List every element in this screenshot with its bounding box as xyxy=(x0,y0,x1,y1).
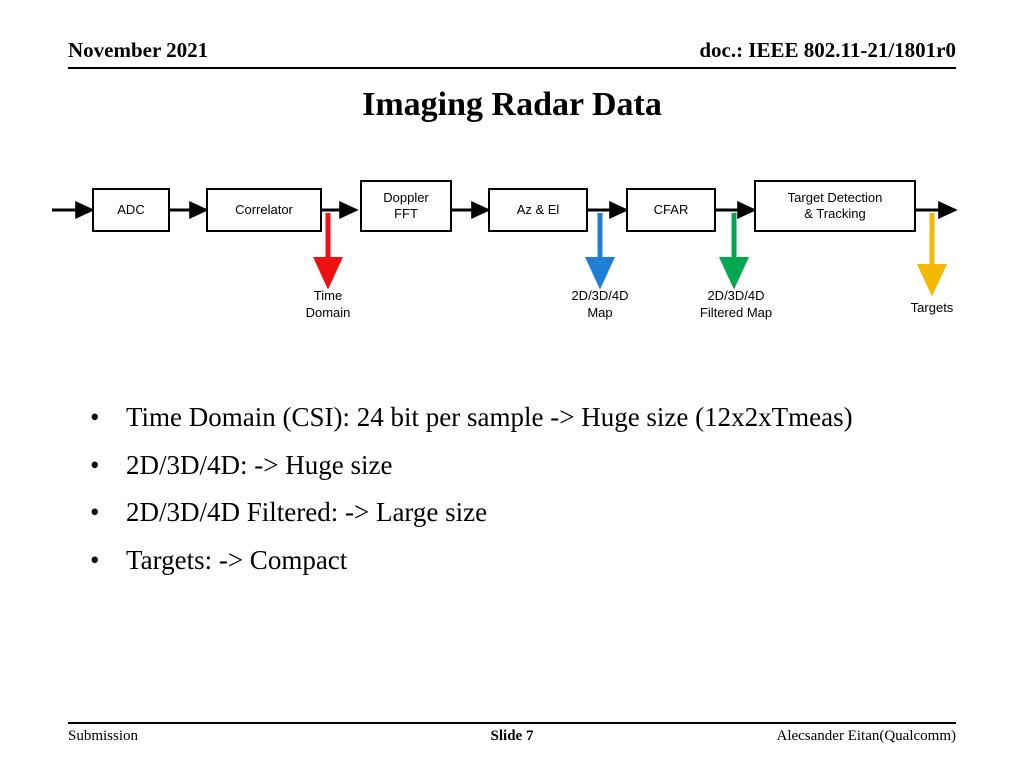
block-target-detection-tracking: Target Detection & Tracking xyxy=(754,180,916,232)
output-label-targets: Targets xyxy=(910,300,954,315)
bullet-marker-icon: • xyxy=(90,497,100,528)
header-document-id: doc.: IEEE 802.11-21/1801r0 xyxy=(699,38,956,62)
block-adc: ADC xyxy=(92,188,170,232)
bullet-marker-icon: • xyxy=(90,402,100,432)
radar-processing-block-diagram: ADC Correlator Doppler FFT Az & El CFAR … xyxy=(0,160,1024,360)
list-item-text: 2D/3D/4D Filtered: -> Large size xyxy=(126,497,488,528)
output-label-map-2d3d4d: 2D/3D/4D Map xyxy=(571,288,629,320)
footer-slide-number: Slide 7 xyxy=(490,728,534,744)
slide-footer: Submission Slide 7 Alecsander Eitan(Qual… xyxy=(68,728,956,750)
diagram-connectors xyxy=(52,201,958,297)
footer-author: Alecsander Eitan(Qualcomm) xyxy=(776,728,956,744)
list-item-text: 2D/3D/4D: -> Huge size xyxy=(126,449,393,480)
list-item: • Time Domain (CSI): 24 bit per sample -… xyxy=(78,400,958,435)
block-correlator: Correlator xyxy=(206,188,322,232)
header-date: November 2021 xyxy=(68,38,209,62)
output-label-time-domain: Time Domain xyxy=(305,288,351,320)
page-title: Imaging Radar Data xyxy=(362,86,662,123)
header-divider xyxy=(68,67,956,69)
list-item: • 2D/3D/4D Filtered: -> Large size xyxy=(78,495,958,530)
list-item-text: Targets: -> Compact xyxy=(126,544,348,575)
bullet-marker-icon: • xyxy=(90,449,100,480)
list-item: • Targets: -> Compact xyxy=(78,543,958,578)
block-cfar: CFAR xyxy=(626,188,716,232)
footer-divider xyxy=(68,722,956,724)
list-item: • 2D/3D/4D: -> Huge size xyxy=(78,448,958,483)
output-label-filtered-map-2d3d4d: 2D/3D/4D Filtered Map xyxy=(699,288,773,320)
slide-header: November 2021 doc.: IEEE 802.11-21/1801r… xyxy=(68,38,956,70)
bullet-list: • Time Domain (CSI): 24 bit per sample -… xyxy=(78,400,958,590)
block-az-el: Az & El xyxy=(488,188,588,232)
footer-submission-label: Submission xyxy=(68,728,139,744)
block-doppler-fft: Doppler FFT xyxy=(360,180,452,232)
bullet-marker-icon: • xyxy=(90,544,100,575)
list-item-text: Time Domain (CSI): 24 bit per sample -> … xyxy=(126,402,853,432)
